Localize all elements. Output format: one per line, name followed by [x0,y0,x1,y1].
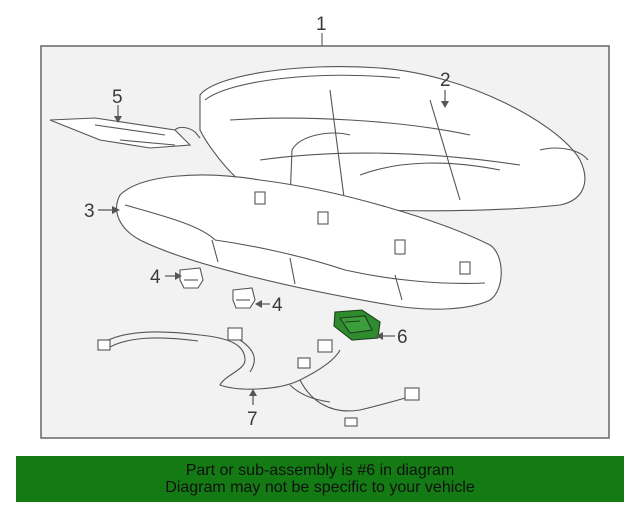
clip-upper [179,267,204,289]
callout-7: 7 [247,409,258,430]
wire-harness [97,327,420,427]
info-banner: Part or sub-assembly is #6 in diagram Di… [16,456,624,502]
seat-bracket-panel [49,117,201,149]
leader-4b-arrow [255,300,262,308]
callout-2: 2 [440,70,451,91]
leader-4a-arrow [175,272,182,280]
leader-2-arrow [441,101,449,108]
leader-7-arrow [249,389,257,396]
callout-4-lower: 4 [272,295,283,316]
callout-4-upper: 4 [150,267,161,288]
leader-6-arrow [376,332,383,340]
highlighted-module-6 [333,309,381,341]
banner-line-2: Diagram may not be specific to your vehi… [165,479,475,496]
callout-6: 6 [397,327,408,348]
clip-lower [232,287,256,309]
leader-5-arrow [114,116,122,123]
leader-3-arrow [112,206,120,214]
callout-5: 5 [112,87,123,108]
callout-3: 3 [84,201,95,222]
seat-cushion-cover [199,66,589,212]
banner-line-1: Part or sub-assembly is #6 in diagram [185,462,455,479]
seat-cushion-pad [116,174,502,310]
callout-1: 1 [316,14,327,35]
